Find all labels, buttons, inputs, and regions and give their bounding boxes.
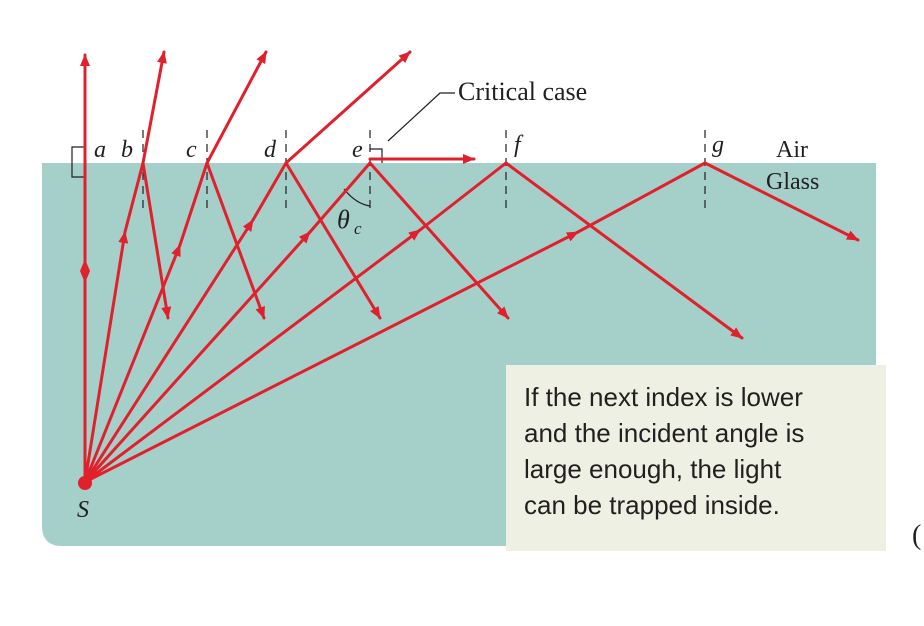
ray-e-incident-1 bbox=[83, 230, 312, 484]
ray-label-d: d bbox=[264, 137, 277, 163]
caption-line-3: large enough, the light bbox=[524, 454, 782, 484]
ray-b-refracted bbox=[141, 50, 167, 165]
ray-c-incident-2 bbox=[178, 161, 209, 247]
panel-tag: ( bbox=[912, 520, 922, 551]
ray-label-f: f bbox=[514, 132, 524, 158]
ray-b-reflected bbox=[141, 161, 172, 320]
caption-box: If the next index is lower and the incid… bbox=[506, 365, 886, 551]
ray-g-incident-1 bbox=[83, 230, 580, 484]
ray-d-refracted bbox=[284, 50, 412, 165]
ray-e-incident-2 bbox=[308, 161, 372, 234]
ray-e-reflected bbox=[368, 161, 510, 320]
right-angle-mark-e bbox=[370, 148, 383, 163]
ray-d-incident-1 bbox=[83, 218, 255, 484]
light-source-dot bbox=[78, 476, 92, 490]
source-label: S bbox=[77, 497, 89, 523]
caption-line-4: can be trapped inside. bbox=[524, 490, 780, 520]
caption-line-2: and the incident angle is bbox=[524, 418, 805, 448]
ray-f-reflected bbox=[504, 161, 744, 340]
medium-label-glass: Glass bbox=[766, 169, 819, 195]
medium-label-air: Air bbox=[776, 137, 808, 163]
critical-case-leader bbox=[387, 92, 455, 142]
ray-c-refracted bbox=[205, 50, 268, 165]
caption-line-1: If the next index is lower bbox=[524, 382, 803, 412]
ray-d-reflected bbox=[284, 161, 382, 320]
right-angle-mark-a bbox=[71, 146, 85, 178]
ray-label-a: a bbox=[94, 137, 106, 163]
critical-angle-subscript: c bbox=[354, 219, 362, 238]
ray-label-g: g bbox=[712, 132, 724, 158]
ray-g-reflected bbox=[703, 161, 860, 242]
ray-g-incident-2 bbox=[576, 161, 707, 234]
diagram-labels: a b c d e f g Critical case Air Glass θ … bbox=[77, 77, 819, 523]
ray-b-incident-2 bbox=[123, 161, 145, 234]
ray-c-incident-1 bbox=[83, 243, 182, 484]
ray-label-c: c bbox=[186, 137, 197, 163]
ray-b-incident-1 bbox=[83, 230, 129, 484]
rays bbox=[80, 50, 860, 484]
ray-f-incident-1 bbox=[83, 228, 422, 484]
critical-angle-symbol: θ bbox=[337, 205, 350, 234]
ray-label-b: b bbox=[121, 137, 133, 163]
ray-f-incident-2 bbox=[418, 161, 508, 232]
critical-case-label: Critical case bbox=[458, 77, 587, 106]
ray-d-incident-2 bbox=[251, 161, 288, 222]
ray-label-e: e bbox=[352, 137, 363, 163]
